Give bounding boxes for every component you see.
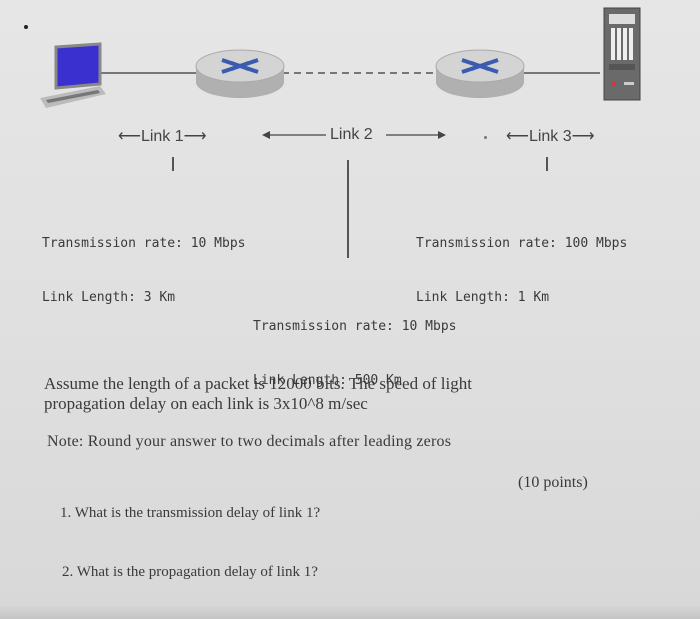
stray-dot bbox=[24, 25, 28, 29]
link3-length: Link Length: 1 Km bbox=[416, 290, 550, 305]
assumption-line-2: propagation delay on each link is 3x10^8… bbox=[44, 394, 368, 413]
link2-specs: Transmission rate: 10 Mbps Link Length: … bbox=[253, 282, 457, 408]
stray-dot-2 bbox=[484, 136, 487, 139]
network-diagram bbox=[24, 7, 641, 108]
link3-label-row: ⟵Link 3⟶ bbox=[506, 126, 595, 146]
link3-rate: Transmission rate: 100 Mbps bbox=[416, 236, 628, 251]
link2-rate: Transmission rate: 10 Mbps bbox=[253, 319, 457, 334]
assumption-text: Assume the length of a packet is 12000 b… bbox=[44, 374, 472, 414]
right-arrow-icon: ⟶ bbox=[183, 128, 207, 145]
link1-rate: Transmission rate: 10 Mbps bbox=[42, 236, 246, 251]
link3-label: Link 3 bbox=[528, 128, 572, 145]
link2-label: Link 2 bbox=[330, 126, 373, 143]
left-arrow-icon: ⟵ bbox=[506, 128, 529, 145]
link1-label: Link 1 bbox=[140, 128, 184, 145]
question-1: 1. What is the transmission delay of lin… bbox=[60, 505, 321, 521]
link3-specs: Transmission rate: 100 Mbps Link Length:… bbox=[416, 199, 627, 325]
question-2: 2. What is the propagation delay of link… bbox=[62, 564, 318, 580]
right-arrow-icon: ⟶ bbox=[571, 128, 595, 145]
rounding-note: Note: Round your answer to two decimals … bbox=[47, 433, 452, 450]
link2-length: Link Length: 500 Km bbox=[253, 373, 402, 388]
router-icon-2 bbox=[435, 49, 525, 98]
points-label: (10 points) bbox=[518, 474, 588, 491]
link2-marker bbox=[347, 160, 349, 258]
link1-label-row: ⟵Link 1⟶ bbox=[118, 126, 207, 146]
link3-marker bbox=[546, 157, 548, 171]
link1-specs: Transmission rate: 10 Mbps Link Length: … bbox=[42, 199, 246, 325]
link2-left-arrow-icon bbox=[262, 131, 326, 139]
bottom-edge bbox=[0, 606, 700, 619]
link2-right-arrow-icon bbox=[386, 131, 446, 139]
laptop-icon bbox=[40, 42, 106, 108]
link1-length: Link Length: 3 Km bbox=[42, 290, 176, 305]
server-icon bbox=[603, 7, 641, 101]
assumption-line-1: Assume the length of a packet is 12000 b… bbox=[44, 374, 472, 393]
router-icon-1 bbox=[195, 49, 285, 98]
link1-marker bbox=[172, 157, 174, 171]
left-arrow-icon: ⟵ bbox=[118, 128, 141, 145]
